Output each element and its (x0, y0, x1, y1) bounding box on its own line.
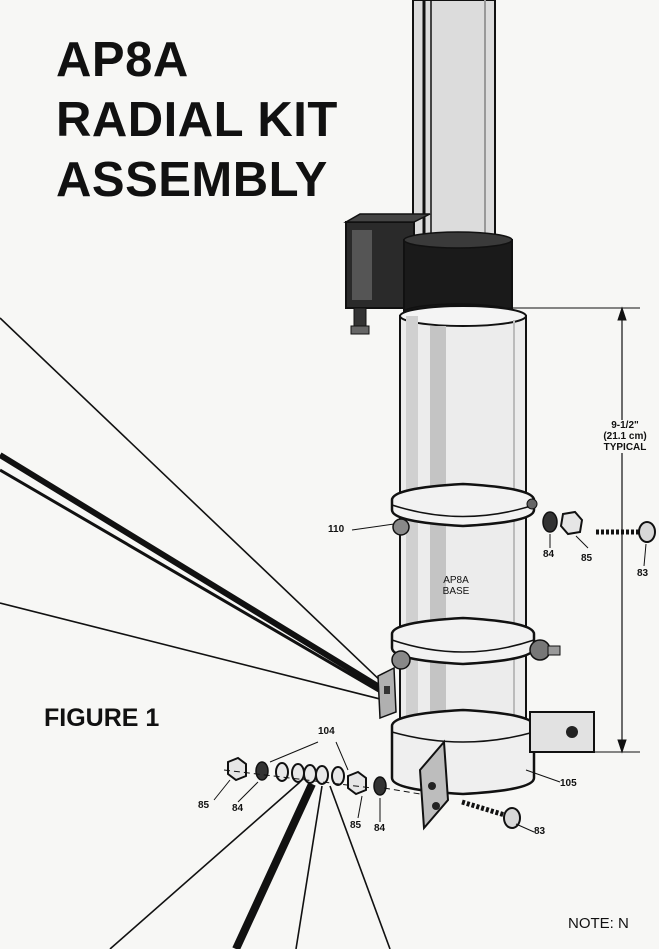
dimension-label: 9-1/2" (21.1 cm) TYPICAL (588, 420, 659, 453)
dimension-label-line-2: (21.1 cm) (603, 431, 647, 442)
top-clamp-bracket (343, 213, 431, 335)
title-line-1: AP8A (56, 33, 189, 87)
title-line-3: ASSEMBLY (56, 153, 328, 207)
part-number-85-left: 85 (198, 800, 210, 811)
part-number-85-mid: 85 (350, 820, 362, 831)
right-hardware (542, 510, 656, 543)
part-number-83-bottom: 83 (534, 826, 546, 837)
lower-radial-wires (109, 781, 391, 949)
dimension-label-line-1: 9-1/2" (611, 420, 639, 431)
part-number-110: 110 (328, 524, 345, 535)
note-text: NOTE: N (568, 915, 629, 932)
base-label-line-2: BASE (442, 586, 470, 597)
mount-bracket (390, 708, 595, 831)
figure-label: FIGURE 1 (44, 704, 160, 732)
lower-hose-clamp (390, 616, 561, 670)
dimension-label-line-3: TYPICAL (603, 442, 647, 453)
mast-tube (412, 0, 496, 251)
part-number-84-left: 84 (232, 803, 244, 814)
title-line-2: RADIAL KIT (56, 93, 338, 147)
leader-lines (213, 523, 647, 833)
radial-wires (0, 317, 387, 701)
part-number-85-right: 85 (581, 553, 593, 564)
part-number-84-right: 84 (543, 549, 555, 560)
dimension-line (504, 306, 640, 754)
part-number-105: 105 (560, 778, 577, 789)
base-label-line-1: AP8A (443, 575, 469, 586)
part-number-83-right: 83 (637, 568, 649, 579)
upper-hose-clamp (390, 482, 538, 536)
base-tube (399, 305, 527, 757)
part-number-84-mid: 84 (374, 823, 386, 834)
black-band (403, 231, 513, 321)
radial-terminal-plate (377, 666, 397, 720)
part-number-104: 104 (318, 726, 335, 737)
bottom-hardware (223, 756, 521, 829)
base-label: AP8A BASE (436, 575, 476, 597)
